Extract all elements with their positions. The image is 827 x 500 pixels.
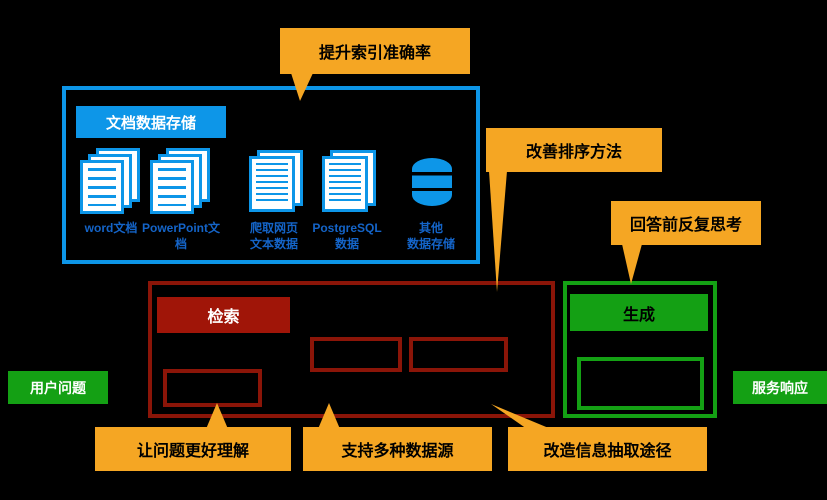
callout-improve-ranking-label: 改善排序方法 (525, 144, 622, 161)
callout-improve-indexing-label: 提升索引准确率 (318, 45, 431, 62)
document-storage-panel: 文档数据存储 word文档 PowerPoint文档 (62, 86, 480, 264)
text-document-icon (243, 148, 305, 214)
label-line: PostgreSQL (312, 221, 382, 235)
label-line: PowerPoint文档 (141, 221, 220, 251)
callout-improve-ranking: 改善排序方法 (486, 128, 662, 172)
text-document-icon (316, 148, 378, 214)
pointer-sources (318, 403, 340, 429)
pointer-rethink (622, 244, 642, 284)
service-response-box: 服务响应 (733, 371, 827, 404)
storage-item-powerpoint: PowerPoint文档 (138, 148, 224, 252)
callout-better-question-understanding-label: 让问题更好理解 (136, 443, 249, 460)
storage-item-label: 爬取网页 文本数据 (250, 221, 298, 252)
retrieval-slot (310, 337, 402, 372)
label-line: 爬取网页 (249, 221, 298, 235)
label-line: word文档 (84, 221, 138, 235)
retrieval-slot (409, 337, 508, 372)
label-line: 数据 (334, 236, 359, 251)
database-cylinder-shape (412, 158, 452, 206)
storage-item-label: word文档 (85, 221, 138, 237)
page-shape (322, 156, 368, 212)
word-document-stack-icon (80, 148, 142, 214)
retrieval-slot (163, 369, 262, 407)
storage-item-webtext: 爬取网页 文本数据 (231, 148, 317, 252)
storage-item-label: 其他 数据存储 (407, 221, 455, 252)
storage-item-label: PostgreSQL 数据 (312, 221, 381, 252)
generation-title: 生成 (570, 294, 708, 331)
document-storage-title: 文档数据存储 (76, 106, 226, 138)
callout-multiple-data-sources: 支持多种数据源 (303, 427, 492, 471)
pointer-question (206, 403, 228, 429)
page-shape (80, 160, 124, 214)
storage-item-postgresql: PostgreSQL 数据 (304, 148, 390, 252)
storage-item-word: word文档 (68, 148, 154, 237)
callout-information-extraction: 改造信息抽取途径 (508, 427, 707, 471)
storage-item-label: PowerPoint文档 (138, 221, 224, 252)
page-shape (150, 160, 194, 214)
database-icon (400, 148, 462, 214)
generation-slot (577, 357, 704, 410)
pointer-ranking (489, 171, 507, 292)
pointer-extraction (491, 404, 551, 429)
powerpoint-document-stack-icon (150, 148, 212, 214)
pointer-indexing (291, 73, 313, 101)
callout-improve-indexing: 提升索引准确率 (280, 28, 470, 74)
page-shape (249, 156, 295, 212)
label-line: 其他 (418, 221, 443, 235)
user-question-box: 用户问题 (8, 371, 108, 404)
callout-better-question-understanding: 让问题更好理解 (95, 427, 291, 471)
retrieval-title: 检索 (157, 297, 290, 333)
callout-multiple-data-sources-label: 支持多种数据源 (341, 443, 454, 460)
retrieval-panel: 检索 (148, 281, 555, 418)
storage-item-other-db: 其他 数据存储 (388, 148, 474, 252)
label-line: 数据存储 (406, 236, 455, 251)
generation-panel: 生成 (563, 281, 717, 418)
callout-rethink-before-answer: 回答前反复思考 (611, 201, 761, 245)
label-line: 文本数据 (249, 236, 298, 251)
callout-information-extraction-label: 改造信息抽取途径 (543, 443, 672, 460)
callout-rethink-before-answer-label: 回答前反复思考 (629, 217, 742, 234)
